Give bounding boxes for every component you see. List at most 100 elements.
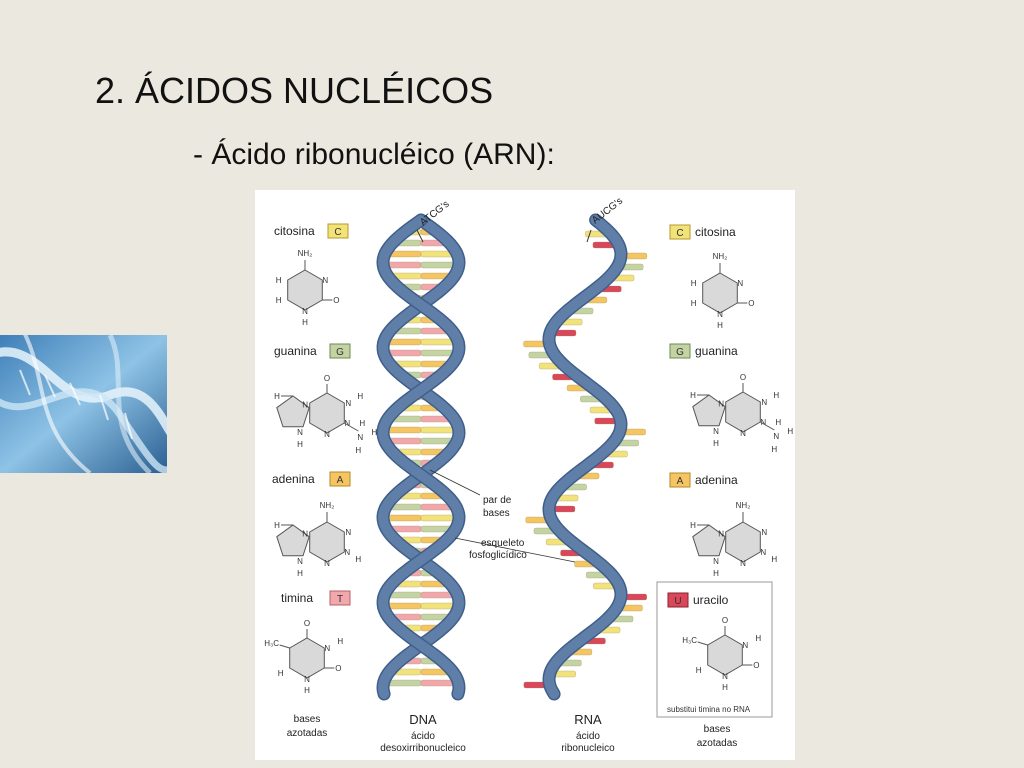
molecule-ring-5	[276, 524, 310, 557]
atom-label: NH₂	[736, 501, 751, 510]
bond	[344, 422, 359, 432]
base-name: timina	[281, 591, 313, 605]
dna-backbone-strand-2-fill	[377, 215, 465, 699]
caption-right-bases-1: bases	[704, 724, 731, 735]
rna-single-helix	[523, 213, 648, 701]
base-badge	[329, 471, 351, 487]
atom-label: H	[371, 428, 377, 437]
annotation-pair-line1: par de	[483, 495, 512, 506]
atom-label: H	[274, 521, 280, 530]
atom-label: H	[337, 637, 343, 646]
atom-label: O	[753, 661, 759, 670]
atom-label: O	[324, 374, 330, 383]
base-letter: C	[676, 228, 683, 239]
caption-left-bases-1: bases	[294, 714, 321, 725]
atom-label: O	[722, 616, 728, 625]
molecule-ring-5	[276, 395, 310, 428]
base-name: guanina	[695, 344, 738, 358]
base-badge	[669, 224, 691, 240]
base-letter: T	[337, 594, 343, 605]
atom-label: O	[335, 664, 341, 673]
base-letter: U	[674, 596, 681, 607]
caption-rna-title: RNA	[574, 712, 602, 727]
base-badge	[327, 223, 349, 239]
caption-right-bases-2: azotadas	[697, 738, 738, 749]
atom-label: N	[324, 644, 330, 653]
dna-double-helix	[376, 213, 466, 701]
base-letter: A	[337, 475, 344, 486]
atom-label: N	[322, 276, 328, 285]
atom-label: N	[742, 641, 748, 650]
atom-label: N	[324, 559, 330, 568]
left-base-cytosine: citosina C	[274, 223, 349, 239]
atom-label: H	[302, 318, 308, 327]
dna-arrow	[416, 229, 424, 243]
atom-label: H	[773, 391, 779, 400]
atom-label: N	[718, 530, 724, 539]
base-badge	[667, 592, 689, 608]
atom-label: N	[302, 401, 308, 410]
atom-label: N	[737, 279, 743, 288]
pair-leader-line	[429, 469, 481, 496]
atom-label: N	[302, 307, 308, 316]
atom-label: N	[297, 428, 303, 437]
atom-label: O	[304, 619, 310, 628]
annotation-pair-line2: bases	[483, 508, 510, 519]
atom-label: H	[304, 686, 310, 695]
caption-dna-line1: ácido	[411, 731, 435, 742]
molecule-ring	[725, 391, 761, 433]
right-base-uracil: U uracilo	[667, 592, 729, 608]
atom-label: N	[717, 310, 723, 319]
uracil-note: substitui timina no RNA	[667, 705, 751, 714]
dna-backbone-strand-1-fill	[377, 215, 465, 699]
atom-label: H	[755, 634, 761, 643]
base-name: adenina	[695, 473, 738, 487]
atom-label: N	[761, 398, 767, 407]
atom-label: H	[722, 683, 728, 692]
caption-dna-line2: desoxirribonucleico	[380, 743, 466, 754]
atom-label: H	[276, 276, 282, 285]
bond	[279, 644, 290, 649]
base-letter: C	[334, 227, 341, 238]
atom-label: NH₂	[320, 501, 335, 510]
atom-label: H	[297, 569, 303, 578]
atom-label: H	[691, 279, 697, 288]
atom-label: H	[771, 555, 777, 564]
atom-label: N	[345, 528, 351, 537]
atom-label: H	[359, 419, 365, 428]
atom-label: NH₂	[298, 249, 313, 258]
atom-label: N	[304, 675, 310, 684]
base-name: guanina	[274, 344, 317, 358]
atom-label: H	[696, 666, 702, 675]
atom-label: N	[760, 548, 766, 557]
base-badge	[329, 590, 351, 606]
molecule-ring-5	[692, 524, 726, 557]
atom-label: O	[333, 296, 339, 305]
atom-label: N	[713, 427, 719, 436]
atom-label: H	[276, 296, 282, 305]
atom-label: H	[355, 446, 361, 455]
atom-label: H	[717, 321, 723, 330]
atom-label: H	[690, 521, 696, 530]
molecule-ring	[707, 634, 743, 676]
atom-label: O	[748, 299, 754, 308]
atom-label: NH₂	[713, 252, 728, 261]
atom-label: H	[355, 555, 361, 564]
atom-label: H	[357, 392, 363, 401]
left-base-guanine: guanina G	[274, 343, 351, 359]
atom-label: N	[740, 429, 746, 438]
atom-label: N	[357, 433, 363, 442]
atom-label: H	[771, 445, 777, 454]
base-letter: G	[336, 347, 344, 358]
base-name: uracilo	[693, 593, 729, 607]
caption-rna-line2: ribonucleico	[561, 743, 615, 754]
base-badge	[329, 343, 351, 359]
right-base-cytosine: C citosina	[669, 224, 736, 240]
rna-backbone-strand-fill	[543, 215, 627, 699]
nucleic-acids-figure: ATCG's AUCG's par de bases esqueleto fos…	[255, 190, 795, 760]
molecule-ring	[725, 521, 761, 563]
base-name: adenina	[272, 472, 315, 486]
bond	[697, 641, 708, 646]
atom-label: N	[761, 528, 767, 537]
atom-label: H	[787, 427, 793, 436]
